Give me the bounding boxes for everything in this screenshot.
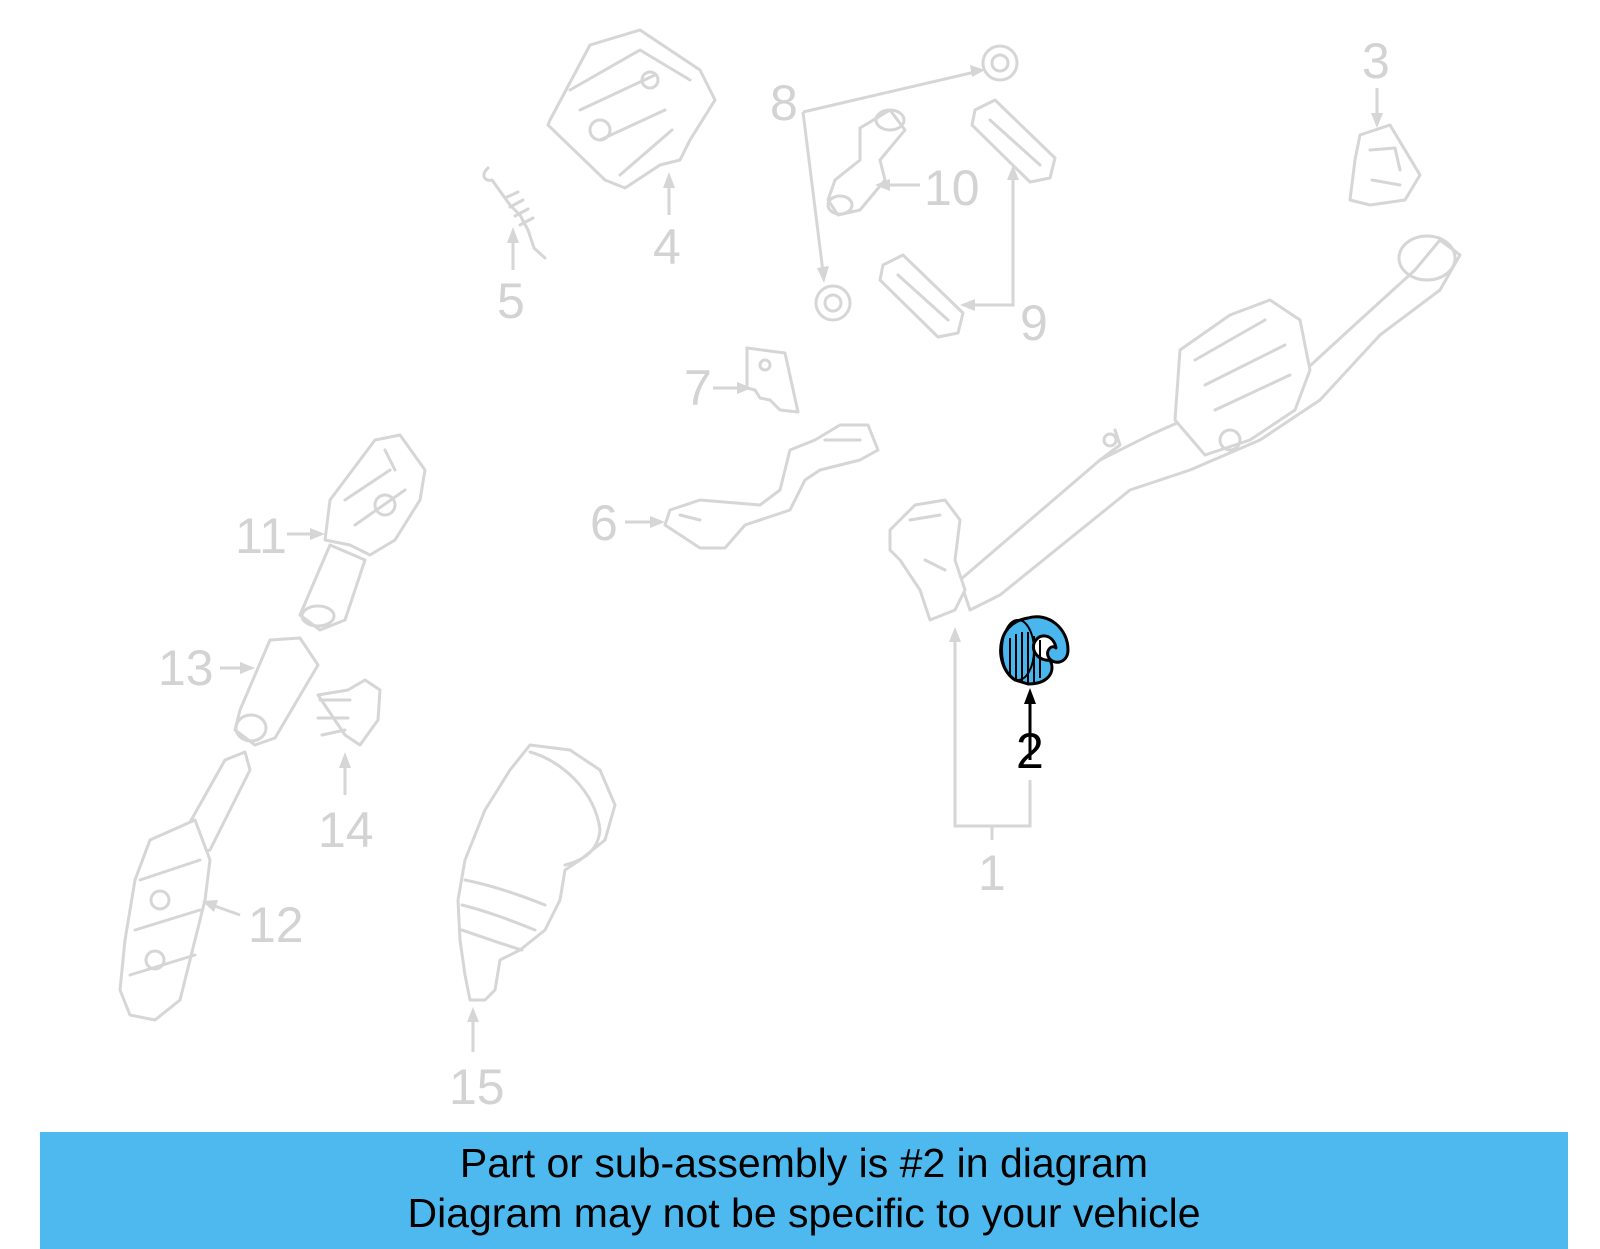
arrowhead-6 [650,516,665,528]
part-6-rod [663,423,880,550]
callout-9: 9 [1020,295,1048,351]
callout-4: 4 [653,219,681,275]
arrowhead-13 [240,662,255,674]
part-14-clip [316,678,382,747]
leader-12 [211,903,241,917]
arrowhead-8b [817,266,829,283]
callout-2: 2 [1016,723,1044,779]
arrowhead-8a [970,65,985,77]
part-8-bushings [814,44,1019,322]
part-10-sleeve [826,108,907,217]
part-2-bushing-highlighted [999,615,1070,686]
arrowhead-12 [202,900,218,912]
arrowhead-15 [467,1007,479,1022]
callout-15: 15 [449,1059,505,1115]
callout-10: 10 [924,160,980,216]
callout-6: 6 [590,495,618,551]
callout-3: 3 [1362,33,1390,89]
part-4-housing [546,28,717,190]
info-banner: Part or sub-assembly is #2 in diagram Di… [40,1132,1568,1249]
arrowhead-4 [663,172,675,188]
part-13-sleeve [233,636,320,747]
leader-8b [801,111,825,273]
part-5-spring [482,166,547,260]
arrowhead-7 [737,382,752,394]
arrowhead-3 [1371,113,1383,128]
leader-9 [970,175,1015,307]
callout-12: 12 [248,897,304,953]
arrowhead-1 [949,627,961,642]
arrowhead-9b [960,299,975,311]
banner-line-part: Part or sub-assembly is #2 in diagram [459,1140,1149,1186]
callout-5: 5 [497,273,525,329]
callout-13: 13 [158,640,214,696]
callout-7: 7 [684,360,712,416]
arrowhead-2 [1024,688,1036,704]
callout-8: 8 [770,75,798,131]
part-3-cover [1348,123,1422,207]
callout-1: 1 [978,845,1006,901]
part-11-upper-joint [298,433,427,632]
arrowhead-10 [875,179,890,191]
part-1-steering-column [888,234,1462,622]
arrowhead-14 [339,752,351,768]
part-15-boot [456,743,617,1002]
callout-11: 11 [235,508,287,564]
part-9-plates [878,98,1057,339]
arrowhead-11 [310,528,325,540]
banner-line-disclaimer: Diagram may not be specific to your vehi… [407,1190,1201,1236]
callout-14: 14 [318,802,374,858]
arrowhead-9a [1007,165,1019,180]
leader-8a [802,70,976,114]
part-12-lower-shaft [118,750,252,1022]
part-7-bracket [745,346,800,414]
arrowhead-5 [507,227,519,243]
